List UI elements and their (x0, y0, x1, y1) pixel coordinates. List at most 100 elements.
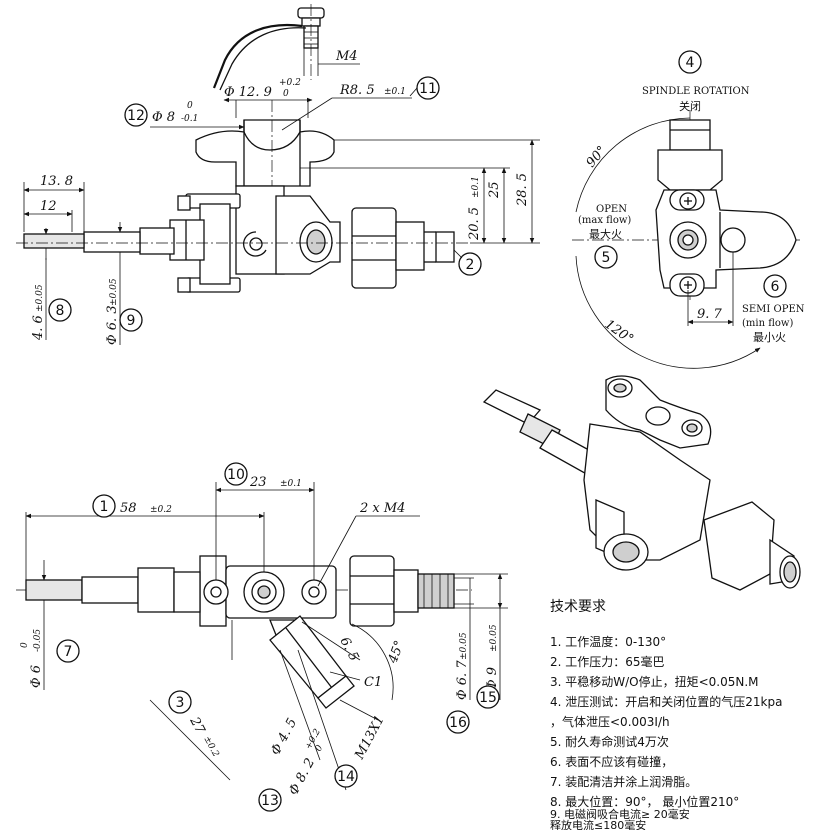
label-max-fire-cn: 最大火 (589, 227, 622, 241)
svg-text:16: 16 (449, 715, 467, 731)
balloon-2: 2 (458, 252, 482, 276)
dim-phi8-tol-dn: -0.1 (181, 114, 198, 124)
dim-phi6-7: Φ 6. 7 (455, 660, 470, 700)
dim-phi6-3: Φ 6. 3 (105, 305, 120, 345)
dim-phi4-5: Φ 4. 5 (268, 716, 300, 758)
balloon-15: 15 (476, 685, 500, 709)
requirement-3: 3. 平稳移动W/O停止，扭矩<0.05N.M (550, 674, 759, 689)
svg-text:10: 10 (227, 467, 245, 483)
dim-23-tol: ±0.1 (280, 479, 302, 489)
svg-text:3: 3 (176, 695, 185, 711)
technical-requirements: 技术要求 1. 工作温度：0-130° 2. 工作压力：65毫巴 3. 平稳移动… (550, 599, 782, 830)
label-spindle-rotation: SPINDLE ROTATION (642, 86, 750, 97)
dim-phi8-2-tol-dn: 0 (314, 743, 326, 753)
dim-m13x1: M13X1 (352, 713, 388, 763)
svg-text:6: 6 (771, 279, 780, 295)
balloon-6: 6 (763, 274, 787, 298)
valve-body-front (173, 555, 355, 709)
svg-text:13: 13 (261, 793, 279, 809)
requirement-5: 5. 耐久寿命测试4万次 (550, 734, 669, 749)
grounding-screw (212, 4, 325, 91)
balloon-5: 5 (594, 245, 618, 269)
isometric-view (482, 375, 801, 591)
spindle-top (16, 227, 470, 255)
dim-58: 58 (120, 501, 137, 516)
valve-body-top (169, 185, 341, 293)
requirement-9-cont: 释放电流≤180毫安 (550, 818, 646, 830)
svg-text:2: 2 (466, 257, 475, 273)
dim-phi8-2: Φ 8. 2 (286, 756, 318, 798)
balloon-8: 8 (48, 298, 72, 322)
requirement-2: 2. 工作压力：65毫巴 (550, 654, 665, 669)
svg-text:12: 12 (127, 108, 145, 124)
dim-2xm4: 2 x M4 (359, 501, 405, 516)
svg-text:14: 14 (337, 769, 355, 785)
balloon-12: 12 (124, 103, 148, 127)
dim-phi12-9-tol-up: +0.2 (279, 78, 301, 88)
rotation-view: 90° 120° SPINDLE ROTATION 关闭 OPEN (max f… (572, 86, 805, 369)
dim-phi6-tol-up: 0 (20, 642, 30, 648)
nut-front (349, 555, 455, 627)
dim-20-5-tol: ±0.1 (471, 176, 481, 198)
balloon-16: 16 (446, 710, 470, 734)
svg-text:5: 5 (602, 250, 611, 266)
dim-23: 23 (249, 475, 267, 490)
balloon-7: 7 (56, 639, 80, 663)
balloon-13: 13 (258, 788, 282, 812)
dim-m4: M4 (335, 49, 358, 64)
top-bracket (195, 100, 335, 200)
label-open: OPEN (596, 204, 627, 215)
requirements-title: 技术要求 (550, 599, 606, 615)
dim-25: 25 (487, 181, 502, 199)
dim-phi6: Φ 6 (29, 665, 44, 688)
balloon-14: 14 (334, 764, 358, 788)
svg-text:4: 4 (686, 55, 695, 71)
spindle-rotation-body (655, 119, 797, 297)
spindle-front (25, 567, 175, 613)
front-view: 23 ±0.1 58 ±0.2 2 x M4 Φ 6 0 -0.05 Φ 6. … (16, 475, 508, 798)
requirement-7: 7. 装配清洁并涂上润滑脂。 (550, 774, 697, 789)
dim-13-8: 13. 8 (40, 174, 73, 189)
svg-text:9: 9 (127, 313, 136, 329)
dim-phi12-9: Φ 12. 9 (224, 85, 272, 100)
balloon-9: 9 (119, 308, 143, 332)
label-close-cn: 关闭 (679, 99, 701, 113)
dim-phi6-tol-dn: -0.05 (33, 629, 43, 652)
dim-phi6-7-tol: ±0.05 (459, 632, 469, 660)
top-view: M4 Φ 12. 9 +0.2 0 R8. 5 ±0.1 Φ 8 0 -0.1 (16, 4, 540, 345)
requirement-6: 6. 表面不应该有碰撞， (550, 754, 673, 769)
svg-text:11: 11 (419, 81, 437, 97)
dim-28-5: 28. 5 (515, 173, 530, 207)
angle-90: 90° (584, 143, 610, 170)
dim-9-7: 9. 7 (697, 307, 723, 322)
label-max-flow: (max flow) (578, 215, 631, 226)
requirement-4-cont: ，气体泄压<0.003I/h (550, 714, 670, 729)
requirement-8: 8. 最大位置：90°， 最小位置210° (550, 794, 739, 809)
balloon-1: 1 (92, 494, 116, 518)
dim-phi12-9-tol-dn: 0 (283, 89, 289, 99)
label-min-fire-cn: 最小火 (753, 331, 786, 344)
nut-top (351, 207, 455, 289)
svg-text:8: 8 (56, 303, 65, 319)
dim-6-5: 6. 5 (336, 635, 361, 664)
balloon-3: 3 (168, 690, 192, 714)
balloons: 4 11 12 2 5 6 8 9 10 1 7 3 15 16 14 13 (48, 50, 787, 812)
svg-text:1: 1 (100, 499, 109, 515)
label-min-flow: (min flow) (742, 318, 793, 329)
dim-27: 27 (186, 714, 208, 737)
svg-text:7: 7 (64, 644, 73, 660)
label-semi-open: SEMI OPEN (742, 304, 805, 315)
svg-text:15: 15 (479, 690, 497, 706)
dim-4-6-tol: ±0.05 (35, 284, 45, 312)
angle-120: 120° (602, 317, 636, 347)
requirement-4: 4. 泄压测试：开启和关闭位置的气压21kpa (550, 694, 782, 709)
dim-4-6: 4. 6 (31, 315, 46, 341)
dim-phi9-tol: ±0.05 (489, 624, 499, 652)
dim-phi9: Φ 9 (485, 667, 500, 690)
dim-phi8: Φ 8 (152, 110, 175, 125)
requirement-9: 9. 电磁阀吸合电流≥ 20毫安 (550, 807, 690, 821)
dim-phi6-3-tol: ±0.05 (109, 278, 119, 306)
dim-c1: C1 (364, 675, 382, 690)
dim-r8-5: R8. 5 (339, 83, 375, 98)
dim-12: 12 (40, 199, 57, 214)
